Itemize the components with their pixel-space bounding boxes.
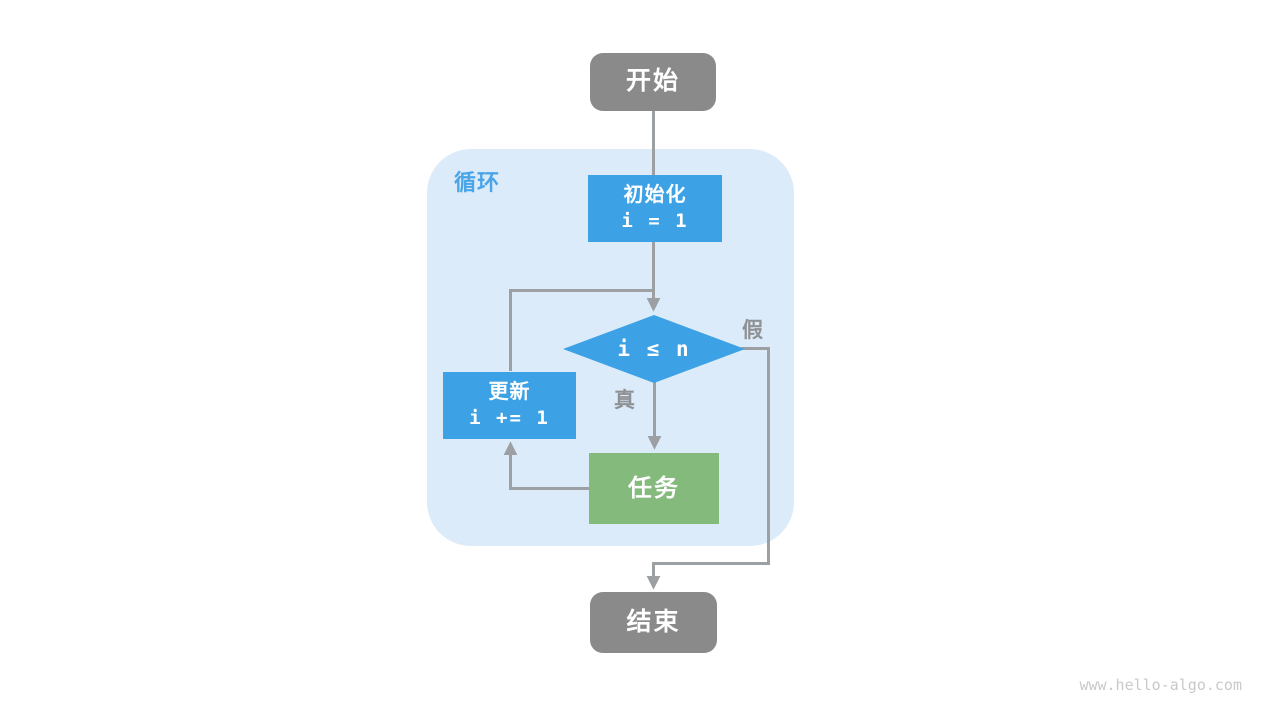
- edge-label-true: 真: [614, 389, 636, 412]
- condition-node-code: i ≤ n: [617, 336, 691, 361]
- init-node: 初始化 i = 1: [588, 175, 722, 242]
- init-node-code: i = 1: [621, 210, 689, 233]
- edge-label-false: 假: [742, 319, 764, 342]
- end-node: 结束: [590, 592, 717, 653]
- arrow-task-to-update: [503, 441, 589, 490]
- start-node-label: 开始: [625, 67, 680, 96]
- task-node-label: 任务: [628, 474, 680, 502]
- site-watermark: www.hello-algo.com: [1079, 676, 1242, 694]
- init-node-title: 初始化: [623, 184, 687, 207]
- update-node-title: 更新: [488, 381, 531, 404]
- loop-group-label: 循环: [454, 170, 501, 195]
- task-node: 任务: [589, 453, 719, 524]
- start-node: 开始: [590, 53, 716, 111]
- end-node-label: 结束: [626, 607, 681, 636]
- arrow-update-loopback: [509, 289, 655, 371]
- update-node-code: i += 1: [469, 407, 550, 430]
- arrow-condition-false-to-end: [646, 347, 770, 590]
- update-node: 更新 i += 1: [443, 372, 576, 439]
